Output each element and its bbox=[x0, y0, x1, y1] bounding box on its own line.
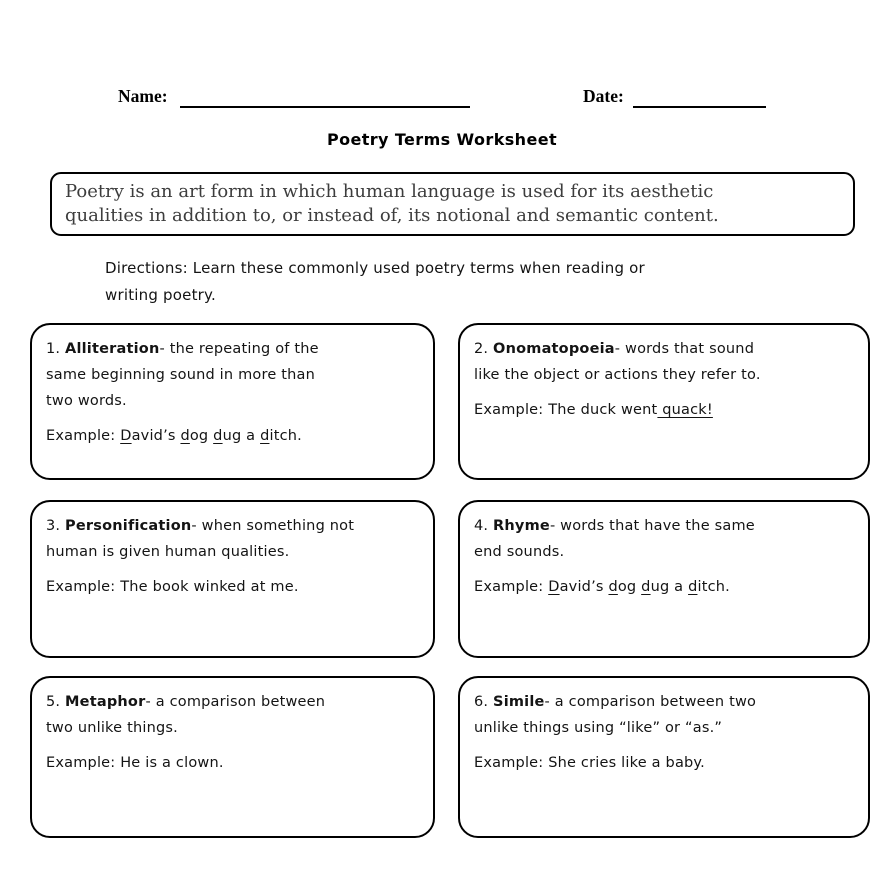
text-segment: Personification bbox=[65, 518, 192, 534]
term-card-personification: 3. Personification- when something not hu… bbox=[30, 500, 435, 658]
term-definition: 1. Alliteration- the repeating of the sam… bbox=[46, 336, 421, 414]
term-example: Example: The duck went quack! bbox=[474, 397, 856, 423]
text-segment: - a comparison between bbox=[145, 694, 326, 710]
text-line: unlike things using “like” or “as.” bbox=[474, 715, 856, 741]
directions-text: Directions: Learn these commonly used po… bbox=[105, 255, 805, 309]
text-line: end sounds. bbox=[474, 539, 856, 565]
text-segment: like the object or actions they refer to… bbox=[474, 367, 761, 383]
text-segment: og bbox=[617, 579, 642, 595]
text-segment: - the repeating of the bbox=[159, 341, 319, 357]
term-definition: 3. Personification- when something not hu… bbox=[46, 513, 421, 565]
term-card-metaphor: 5. Metaphor- a comparison between two unl… bbox=[30, 676, 435, 838]
text-segment: same beginning sound in more than bbox=[46, 367, 316, 383]
text-line: 3. Personification- when something not bbox=[46, 513, 421, 539]
intro-box: Poetry is an art form in which human lan… bbox=[50, 172, 855, 236]
text-segment: 1. bbox=[46, 341, 66, 357]
text-segment: D bbox=[548, 579, 560, 595]
text-segment: writing poetry. bbox=[105, 286, 216, 304]
text-segment: Rhyme bbox=[493, 518, 550, 534]
text-segment: Poetry is an art form in which human lan… bbox=[65, 181, 714, 202]
text-segment: quack! bbox=[657, 402, 713, 418]
text-segment: two words. bbox=[46, 393, 127, 409]
text-segment: avid’s bbox=[131, 428, 181, 444]
term-card-simile: 6. Simile- a comparison between two unlik… bbox=[458, 676, 870, 838]
name-blank-line[interactable] bbox=[180, 89, 470, 108]
text-segment: - words that have the same bbox=[549, 518, 755, 534]
term-card-rhyme: 4. Rhyme- words that have the same end so… bbox=[458, 500, 870, 658]
page-title: Poetry Terms Worksheet bbox=[326, 130, 558, 149]
text-segment: Simile bbox=[493, 694, 545, 710]
text-segment: end sounds. bbox=[474, 544, 565, 560]
text-segment: Example: She cries like a baby. bbox=[474, 755, 705, 771]
text-segment: D bbox=[120, 428, 132, 444]
intro-text: Poetry is an art form in which human lan… bbox=[65, 180, 840, 228]
text-segment: Alliteration bbox=[65, 341, 160, 357]
term-definition: 4. Rhyme- words that have the same end so… bbox=[474, 513, 856, 565]
text-segment: ug a bbox=[650, 579, 689, 595]
text-segment: itch. bbox=[697, 579, 730, 595]
term-example: Example: He is a clown. bbox=[46, 750, 421, 776]
text-segment: 4. bbox=[474, 518, 494, 534]
text-segment: Onomatopoeia bbox=[493, 341, 615, 357]
text-segment: Example: bbox=[46, 428, 121, 444]
text-line: Poetry is an art form in which human lan… bbox=[65, 180, 840, 204]
text-segment: d bbox=[180, 428, 190, 444]
term-definition: 5. Metaphor- a comparison between two unl… bbox=[46, 689, 421, 741]
text-segment: - words that sound bbox=[614, 341, 755, 357]
text-segment: 3. bbox=[46, 518, 66, 534]
text-segment: Example: The book winked at me. bbox=[46, 579, 299, 595]
text-segment: d bbox=[641, 579, 651, 595]
term-definition: 6. Simile- a comparison between two unlik… bbox=[474, 689, 856, 741]
date-blank-line[interactable] bbox=[633, 89, 766, 108]
text-segment: human is given human qualities. bbox=[46, 544, 290, 560]
term-card-alliteration: 1. Alliteration- the repeating of the sam… bbox=[30, 323, 435, 480]
text-segment: qualities in addition to, or instead of,… bbox=[65, 205, 719, 226]
text-segment: unlike things using “like” or “as.” bbox=[474, 720, 723, 736]
text-line: 1. Alliteration- the repeating of the bbox=[46, 336, 421, 362]
text-line: qualities in addition to, or instead of,… bbox=[65, 204, 840, 228]
text-line: same beginning sound in more than bbox=[46, 362, 421, 388]
text-segment: Example: He is a clown. bbox=[46, 755, 224, 771]
term-example: Example: She cries like a baby. bbox=[474, 750, 856, 776]
date-label: Date: bbox=[583, 86, 624, 106]
text-segment: d bbox=[608, 579, 618, 595]
text-line: Directions: Learn these commonly used po… bbox=[105, 255, 805, 282]
text-segment: ug a bbox=[222, 428, 261, 444]
text-segment: two unlike things. bbox=[46, 720, 178, 736]
term-example: Example: David’s dog dug a ditch. bbox=[474, 574, 856, 600]
text-line: human is given human qualities. bbox=[46, 539, 421, 565]
text-segment: Example: The duck went bbox=[474, 402, 658, 418]
text-line: like the object or actions they refer to… bbox=[474, 362, 856, 388]
text-line: 5. Metaphor- a comparison between bbox=[46, 689, 421, 715]
text-line: 6. Simile- a comparison between two bbox=[474, 689, 856, 715]
text-segment: Example: bbox=[474, 579, 549, 595]
text-segment: d bbox=[688, 579, 698, 595]
text-line: 4. Rhyme- words that have the same bbox=[474, 513, 856, 539]
text-segment: 5. bbox=[46, 694, 66, 710]
text-segment: itch. bbox=[269, 428, 302, 444]
text-segment: - a comparison between two bbox=[544, 694, 757, 710]
term-example: Example: The book winked at me. bbox=[46, 574, 421, 600]
name-label: Name: bbox=[118, 86, 168, 106]
text-segment: d bbox=[213, 428, 223, 444]
text-segment: 2. bbox=[474, 341, 494, 357]
text-line: writing poetry. bbox=[105, 282, 805, 309]
term-card-onomatopoeia: 2. Onomatopoeia- words that sound like th… bbox=[458, 323, 870, 480]
term-definition: 2. Onomatopoeia- words that sound like th… bbox=[474, 336, 856, 388]
text-segment: og bbox=[189, 428, 214, 444]
text-segment: avid’s bbox=[559, 579, 609, 595]
text-segment: 6. bbox=[474, 694, 494, 710]
text-segment: - when something not bbox=[191, 518, 355, 534]
text-segment: Metaphor bbox=[65, 694, 146, 710]
text-segment: d bbox=[260, 428, 270, 444]
text-line: two words. bbox=[46, 388, 421, 414]
text-segment: Directions: Learn these commonly used po… bbox=[105, 259, 645, 277]
text-line: two unlike things. bbox=[46, 715, 421, 741]
term-example: Example: David’s dog dug a ditch. bbox=[46, 423, 421, 449]
text-line: 2. Onomatopoeia- words that sound bbox=[474, 336, 856, 362]
